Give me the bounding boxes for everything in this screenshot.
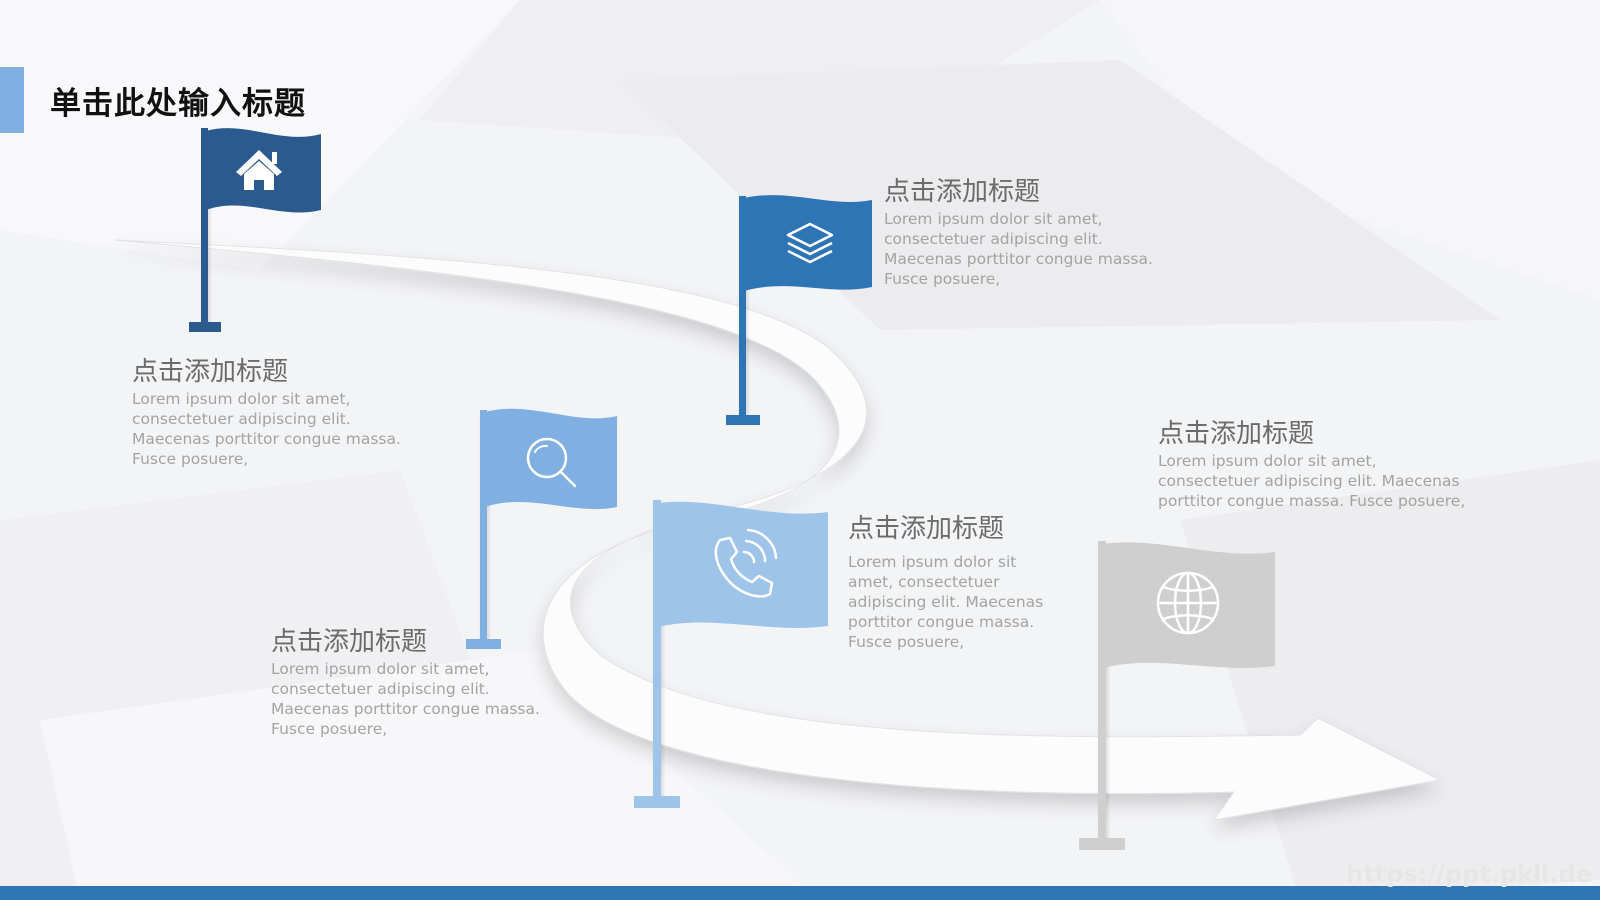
flag-home: [189, 128, 321, 332]
body-line: adipiscing elit. Maecenas: [848, 593, 1044, 611]
block-heading[interactable]: 点击添加标题: [132, 357, 289, 387]
body-line: Lorem ipsum dolor sit: [848, 553, 1017, 571]
body-line: Maecenas porttitor congue massa.: [884, 250, 1153, 268]
layers-icon: [786, 222, 834, 264]
block-body[interactable]: Lorem ipsum dolor sit amet, consectetuer…: [848, 552, 1088, 652]
body-line: consectetuer adipiscing elit.: [884, 230, 1103, 248]
block-heading[interactable]: 点击添加标题: [884, 177, 1041, 207]
flag-base: [466, 639, 501, 649]
flag-base: [189, 322, 221, 332]
body-line: Lorem ipsum dolor sit amet,: [132, 390, 351, 408]
body-line: consectetuer adipiscing elit.: [271, 680, 490, 698]
block-heading[interactable]: 点击添加标题: [848, 514, 1005, 544]
flag-pole: [201, 128, 208, 324]
flag-base: [726, 415, 760, 425]
flag-pole: [1098, 541, 1106, 841]
text-block-3: 点击添加标题 Lorem ipsum dolor sit amet, conse…: [884, 177, 1204, 289]
home-icon: [236, 150, 282, 190]
search-icon: [526, 437, 577, 488]
body-line: porttitor congue massa. Fusce posuere,: [1158, 492, 1466, 510]
block-body[interactable]: Lorem ipsum dolor sit amet, consectetuer…: [1158, 451, 1558, 511]
block-body[interactable]: Lorem ipsum dolor sit amet, consectetuer…: [132, 389, 452, 469]
block-heading[interactable]: 点击添加标题: [1158, 419, 1315, 449]
text-block-1: 点击添加标题 Lorem ipsum dolor sit amet, conse…: [132, 357, 452, 469]
flag-base: [634, 796, 680, 808]
block-heading[interactable]: 点击添加标题: [271, 627, 428, 657]
body-line: Lorem ipsum dolor sit amet,: [884, 210, 1103, 228]
slide-title[interactable]: 单击此处输入标题: [50, 86, 306, 122]
flag-layers: [726, 195, 872, 425]
text-block-2: 点击添加标题 Lorem ipsum dolor sit amet, conse…: [271, 627, 591, 739]
body-line: consectetuer adipiscing elit.: [132, 410, 351, 428]
flag-cloth: [744, 195, 872, 291]
body-line: porttitor congue massa.: [848, 613, 1035, 631]
flag-search: [466, 408, 617, 649]
body-line: Lorem ipsum dolor sit amet,: [1158, 452, 1377, 470]
flag-cloth: [485, 408, 617, 510]
flag-cloth: [658, 501, 828, 628]
watermark: https://ppt.pkll.de: [1346, 860, 1592, 888]
body-line: Maecenas porttitor congue massa.: [132, 430, 401, 448]
flag-pole: [653, 500, 661, 800]
flag-pole: [480, 410, 487, 642]
body-line: Fusce posuere,: [271, 720, 388, 738]
flag-base: [1079, 838, 1125, 850]
flag-globe: [1079, 541, 1275, 850]
flag-pole: [739, 196, 746, 418]
title-accent-bar: [0, 67, 24, 133]
phone-icon: [714, 528, 778, 598]
globe-icon: [1156, 571, 1220, 635]
body-line: Lorem ipsum dolor sit amet,: [271, 660, 490, 678]
body-line: Fusce posuere,: [884, 270, 1001, 288]
road-arrow: [114, 239, 1442, 821]
body-line: consectetuer adipiscing elit. Maecenas: [1158, 472, 1460, 490]
text-block-4: 点击添加标题 Lorem ipsum dolor sit amet, conse…: [848, 514, 1088, 652]
body-line: Maecenas porttitor congue massa.: [271, 700, 540, 718]
body-line: Fusce posuere,: [132, 450, 249, 468]
flag-phone: [634, 500, 828, 808]
block-body[interactable]: Lorem ipsum dolor sit amet, consectetuer…: [271, 659, 591, 739]
bottom-accent-bar: [0, 886, 1600, 900]
text-block-5: 点击添加标题 Lorem ipsum dolor sit amet, conse…: [1158, 419, 1558, 511]
body-line: amet, consectetuer: [848, 573, 1000, 591]
body-line: Fusce posuere,: [848, 633, 965, 651]
block-body[interactable]: Lorem ipsum dolor sit amet, consectetuer…: [884, 209, 1204, 289]
